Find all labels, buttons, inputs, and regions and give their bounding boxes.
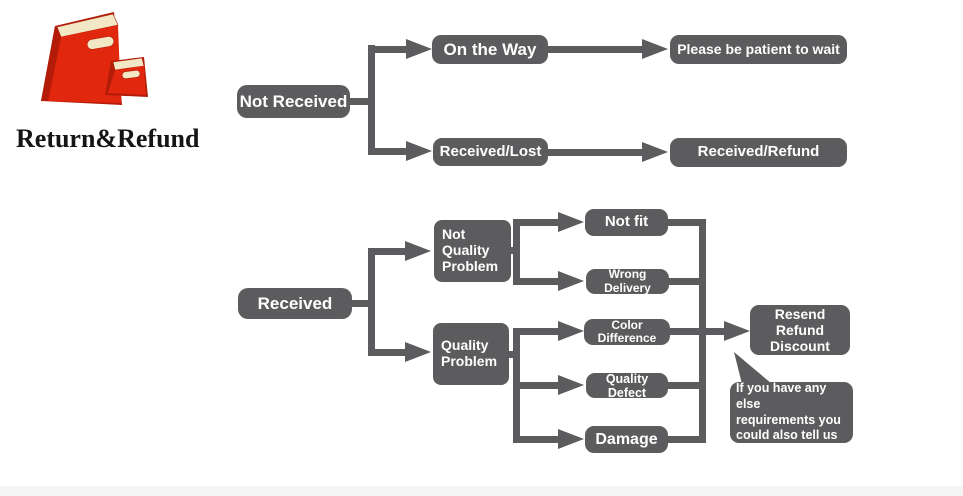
node-not-fit: Not fit xyxy=(585,209,668,236)
connector-line xyxy=(520,328,558,335)
shopping-bags-icon xyxy=(41,12,148,105)
connector-line xyxy=(520,436,558,443)
node-not-quality-problem: Not Quality Problem xyxy=(434,220,511,282)
connector-line xyxy=(548,149,642,156)
connector-line xyxy=(548,46,642,53)
node-not-received: Not Received xyxy=(237,85,350,118)
connector-line xyxy=(670,328,699,335)
arrowhead-icon xyxy=(724,321,750,341)
connector-line xyxy=(520,382,558,389)
arrowhead-icon xyxy=(406,141,432,161)
connector-line xyxy=(520,219,558,226)
connector-line xyxy=(352,300,368,307)
note-bubble: If you have any else requirements you co… xyxy=(730,381,853,443)
connector-line xyxy=(371,148,406,155)
connector-line xyxy=(371,46,406,53)
connector-line xyxy=(668,219,699,226)
connector-line xyxy=(350,98,368,105)
connector-line xyxy=(668,436,699,443)
node-received: Received xyxy=(238,288,352,319)
arrowhead-icon xyxy=(558,271,584,291)
connector-line xyxy=(669,278,699,285)
node-please-wait: Please be patient to wait xyxy=(670,35,847,64)
connector-line xyxy=(699,219,706,443)
arrowhead-icon xyxy=(558,321,584,341)
connector-line xyxy=(375,248,405,255)
node-wrong-delivery: Wrong Delivery xyxy=(586,267,669,294)
node-received-refund: Received/Refund xyxy=(670,138,847,167)
arrowhead-icon xyxy=(558,375,584,395)
connector-line xyxy=(368,248,375,356)
arrowhead-icon xyxy=(558,429,584,449)
arrowhead-icon xyxy=(642,39,668,59)
connector-line xyxy=(368,45,375,155)
node-quality-problem: Quality Problem xyxy=(433,323,509,385)
connector-line xyxy=(513,328,520,443)
bottom-band xyxy=(0,486,963,496)
connector-line xyxy=(501,351,513,358)
connector-line xyxy=(706,328,724,335)
node-outcome: Resend Refund Discount xyxy=(750,305,850,355)
node-received-lost: Received/Lost xyxy=(433,138,548,166)
node-on-the-way: On the Way xyxy=(432,35,548,64)
arrowhead-icon xyxy=(405,342,431,362)
connector-line xyxy=(668,382,699,389)
node-quality-defect: Quality Defect xyxy=(586,372,668,400)
connector-line xyxy=(513,219,520,285)
arrowhead-icon xyxy=(405,241,431,261)
node-damage: Damage xyxy=(585,426,668,453)
arrowhead-icon xyxy=(406,39,432,59)
arrowhead-icon xyxy=(642,142,668,162)
connector-line xyxy=(503,247,515,254)
logo-title: Return&Refund xyxy=(16,124,200,153)
node-color-difference: Color Difference xyxy=(584,318,670,345)
speech-bubble-tail xyxy=(734,352,772,384)
connector-line xyxy=(520,278,558,285)
arrowhead-icon xyxy=(558,212,584,232)
connector-line xyxy=(375,349,405,356)
